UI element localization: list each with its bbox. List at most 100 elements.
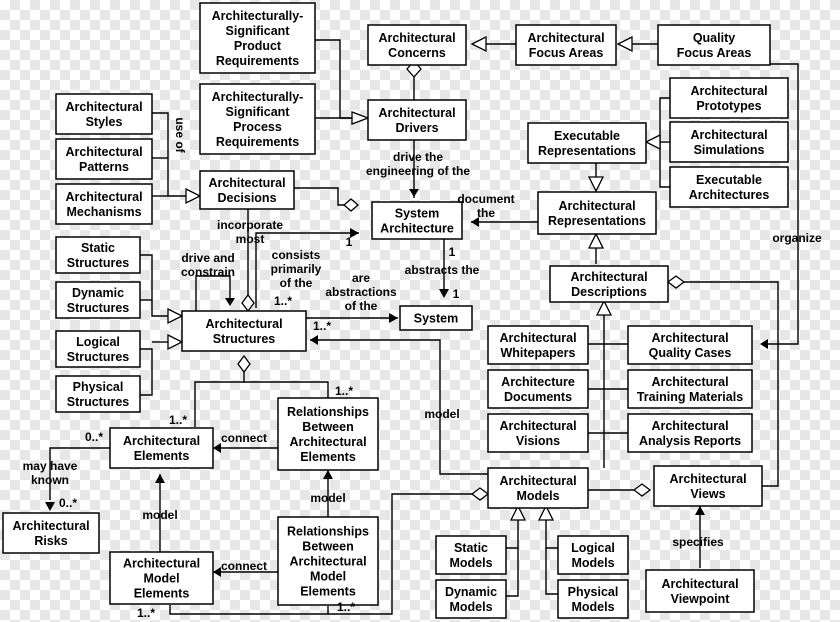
relationships-between-elements-text: Between [302,420,353,434]
mult-1-a-text: 1 [346,235,353,249]
arch-styles-frame [55,93,153,135]
arch-models-text: Architectural [499,474,576,488]
arch-concerns-frame [367,24,467,66]
consists-primarily-text: primarily [271,262,322,276]
physical-models-frame [557,579,629,619]
arch-sig-product-frame [199,2,316,74]
static-structures-text: Static [81,241,115,255]
arch-sig-process-text: Architecturally- [212,90,304,104]
arch-documents-text: Architecture [501,375,575,389]
abstracts-the-label: abstracts the [405,263,480,277]
arch-sig-product-text: Requirements [216,54,299,68]
relationships-between-model-elements-text: Between [302,540,353,554]
arch-views-text: Views [690,487,725,501]
relationships-between-model-elements-frame [277,516,379,606]
arch-model-elements-frame [109,551,214,605]
arch-sig-product-box: Architecturally-SignificantProductRequir… [199,2,316,74]
arch-analysis-reports-text: Analysis Reports [639,434,741,448]
quality-focus-areas-text: Focus Areas [677,46,752,60]
incorporate-most-text: incorporate [217,218,283,232]
executable-architectures-text: Executable [696,173,762,187]
quality-focus-areas-frame [657,24,771,66]
arch-elements-text: Architectural [123,434,200,448]
arch-model-elements-text: Model [143,572,179,586]
static-models-text: Models [449,556,492,570]
arch-structures-text: Structures [213,332,276,346]
organize-label: organize [772,231,822,245]
arch-sig-product-text: Significant [226,24,291,38]
arch-mechanisms-frame [55,183,153,225]
physical-models-text: Models [571,600,614,614]
arch-visions-text: Architectural [499,419,576,433]
arch-sig-process-text: Significant [226,105,291,119]
executable-architectures-frame [669,166,789,208]
incorporate-most-text: most [236,232,265,246]
mult-0-star-a-label: 0..* [85,430,103,444]
use-of-label: use of [173,117,187,153]
arch-model-elements-text: Elements [134,587,190,601]
mult-1-star-e-text: 1..* [137,606,155,620]
arch-drivers-frame [367,99,467,141]
document-the-text: the [477,206,495,220]
arch-sig-process-text: Process [233,120,282,134]
system-frame [399,305,473,331]
arch-training-materials-frame [627,369,753,409]
mult-1-star-a-label: 1..* [274,294,292,308]
may-have-known-text: may have [23,459,78,473]
static-structures-text: Structures [67,256,130,270]
arch-descriptions-text: Descriptions [571,285,647,299]
arch-whitepapers-text: Whitepapers [500,346,575,360]
arch-patterns-frame [55,138,153,180]
logical-models-text: Logical [571,541,615,555]
physical-models-text: Physical [568,585,619,599]
connect-top-text: connect [221,431,267,445]
arch-quality-cases-text: Architectural [651,331,728,345]
arch-models-frame [487,467,589,509]
mult-1-b-text: 1 [449,245,456,259]
physical-structures-frame [55,375,141,413]
mult-0-star-b-text: 0..* [59,496,77,510]
arch-models-text: Models [516,489,559,503]
mult-1-star-a-text: 1..* [274,294,292,308]
model-left-text: model [142,508,177,522]
drive-and-constrain-text: drive and [181,251,234,265]
physical-structures-text: Physical [73,380,124,394]
arch-visions-frame [487,413,589,453]
arch-sig-process-text: Requirements [216,135,299,149]
relationships-between-elements-text: Elements [300,450,356,464]
arch-elements-frame [109,427,214,469]
physical-structures-text: Structures [67,395,130,409]
mult-1-star-c-text: 1..* [169,413,187,427]
arch-representations-frame [537,191,657,235]
are-abstractions-text: of the [345,299,378,313]
arch-decisions-text: Decisions [217,191,276,205]
arch-risks-frame [2,512,100,554]
arch-training-materials-text: Training Materials [637,390,743,404]
mult-1-star-d-label: 1..* [335,384,353,398]
relationships-between-elements-text: Relationships [287,405,369,419]
executable-representations-text: Executable [554,129,620,143]
dynamic-structures-text: Dynamic [72,286,124,300]
relationships-between-model-elements-text: Elements [300,585,356,599]
system-box: System [399,305,473,331]
logical-models-frame [557,535,629,575]
connect-top-label: connect [221,431,267,445]
arch-visions-text: Visions [516,434,560,448]
dynamic-structures-text: Structures [67,301,130,315]
executable-representations-text: Representations [538,144,636,158]
